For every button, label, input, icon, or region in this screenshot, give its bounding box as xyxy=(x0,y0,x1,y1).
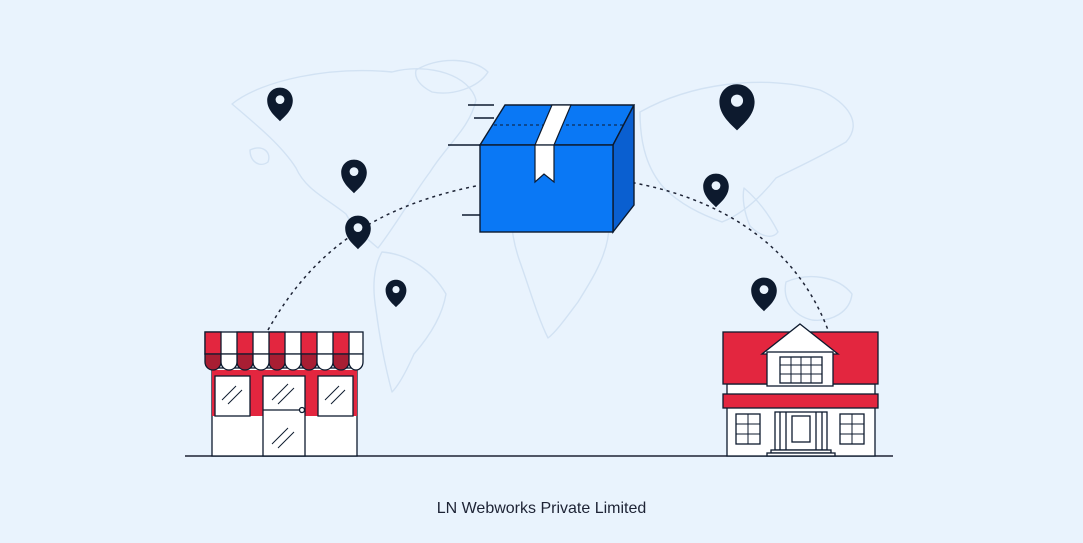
company-caption: LN Webworks Private Limited xyxy=(436,500,647,517)
house-icon xyxy=(722,323,879,457)
location-pin-icon xyxy=(751,277,777,312)
location-pin-icon xyxy=(341,159,367,194)
location-pin-icon xyxy=(345,215,371,250)
store-icon xyxy=(204,331,364,457)
location-pin-icon xyxy=(703,173,729,208)
location-pin-icon xyxy=(385,279,407,308)
shipping-box-icon xyxy=(448,104,636,235)
location-pin-icon xyxy=(719,84,755,131)
location-pin-icon xyxy=(267,87,293,122)
